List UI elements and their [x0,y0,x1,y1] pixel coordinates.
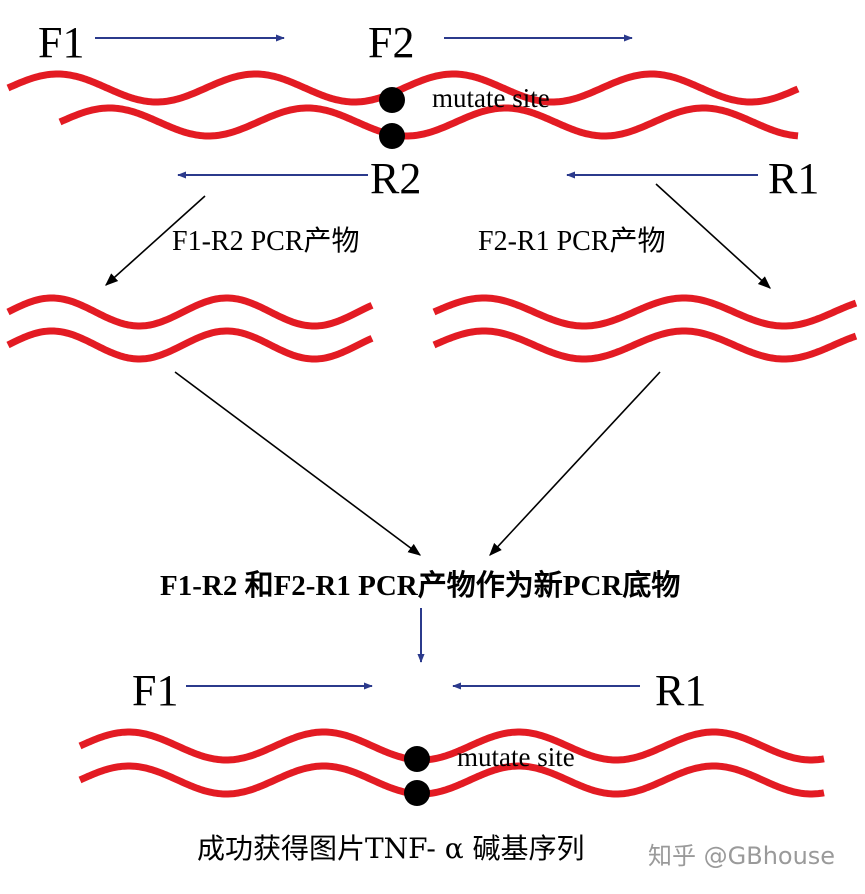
product-dna-left [6,294,374,363]
product-label-left: F1-R2 PCR产物 [172,225,360,257]
mutation-dot-upper [379,87,405,113]
product-label-right: F2-R1 PCR产物 [478,225,666,257]
flow-arrow-right-merge [489,371,661,556]
primer-r1-top: R1 [768,154,819,203]
mutation-dot-final-upper [404,746,430,772]
primer-r2: R2 [370,154,421,203]
dna-strand-bottom [58,104,799,140]
mutate-site-label-top: mutate site [432,83,550,113]
mutate-site-label-bottom: mutate site [457,742,575,772]
flow-arrow-to-right-product [655,183,771,289]
flow-arrow-to-left-product [105,195,206,286]
mutation-dot-lower [379,123,405,149]
final-dna [78,728,825,806]
dna-strand-right-top [432,294,858,330]
watermark: 知乎 @GBhouse [648,842,835,870]
primer-f1-top: F1 [38,18,84,67]
dna-strand-final-top [78,728,825,764]
dna-strand-right-bottom [432,327,858,363]
final-caption: 成功获得图片TNF- α 碱基序列 [197,832,585,865]
merge-caption: F1-R2 和F2-R1 PCR产物作为新PCR底物 [160,569,680,602]
product-dna-right [432,294,858,363]
dna-strand-top [6,70,800,106]
mutation-dot-final-lower [404,780,430,806]
dna-strand-left-top [6,294,374,330]
primer-f1-bottom: F1 [132,666,178,715]
dna-strand-final-bottom [78,762,825,798]
template-dna [6,70,800,149]
flow-arrow-left-merge [174,371,422,556]
primer-r1-bottom: R1 [655,666,706,715]
dna-strand-left-bottom [6,327,374,363]
primer-f2-top: F2 [368,18,414,67]
